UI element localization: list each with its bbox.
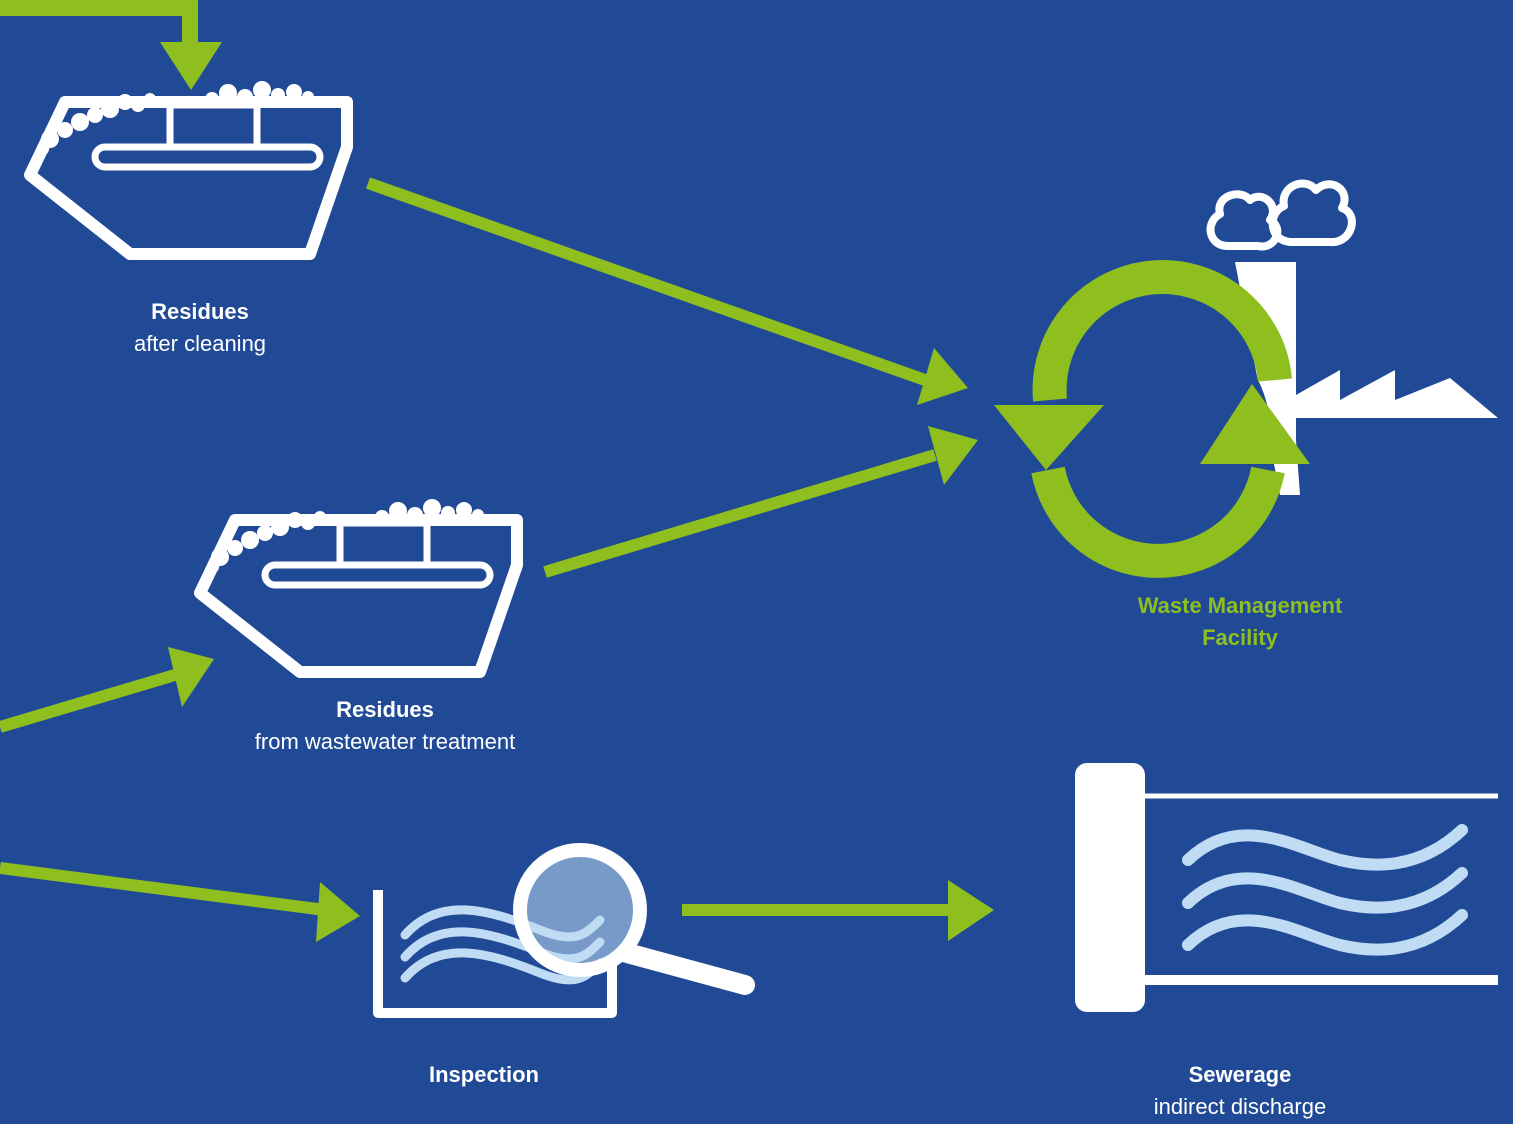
arrow-head [928, 426, 978, 485]
node-title: Sewerage [1188, 1062, 1292, 1087]
node-title: Residues [336, 697, 434, 722]
sewer-pipe-icon [1075, 763, 1498, 1012]
arrow-residues-cleaning-to-facility [365, 177, 928, 386]
recycle-arrowhead [1200, 384, 1310, 464]
recycle-arrow-icon [1032, 260, 1292, 402]
arrow-head [168, 647, 214, 707]
node-title: Facility [1202, 625, 1278, 650]
node-title: Residues [151, 299, 249, 324]
waste-skip-icon [192, 499, 517, 672]
arrow-head [917, 348, 968, 405]
arrow-into-residues-wastewater [0, 666, 187, 733]
node-title: Waste Management [1137, 593, 1343, 618]
arrow-head [948, 880, 994, 941]
waste-facility-label: Waste Management Facility [1090, 590, 1390, 654]
node-title: Inspection [428, 1062, 539, 1087]
recycling-factory-icon [994, 179, 1498, 578]
arrow-head [316, 882, 360, 942]
smoke-cloud-icon [1268, 179, 1356, 246]
inspection-label: Inspection [384, 1059, 584, 1091]
arrow-residues-wastewater-to-facility [543, 449, 937, 578]
node-subtitle: indirect discharge [1153, 1094, 1327, 1119]
smoke-cloud-icon [1206, 190, 1282, 251]
node-subtitle: after cleaning [133, 331, 267, 356]
arrow-head [160, 42, 222, 90]
arrow-into-inspection [0, 862, 326, 916]
sewerage-label: Sewerage indirect discharge [1140, 1059, 1340, 1123]
residues-wastewater-label: Residues from wastewater treatment [215, 694, 555, 758]
recycle-arrow-icon [1031, 466, 1285, 578]
arrows [0, 0, 994, 942]
magnifier-water-icon [373, 843, 755, 1018]
waste-skip-icon [22, 81, 347, 254]
arrow-into-residues-cleaning [0, 0, 198, 45]
recycle-arrowhead [994, 405, 1104, 470]
node-subtitle: from wastewater treatment [254, 729, 516, 754]
residues-cleaning-label: Residues after cleaning [90, 296, 310, 360]
